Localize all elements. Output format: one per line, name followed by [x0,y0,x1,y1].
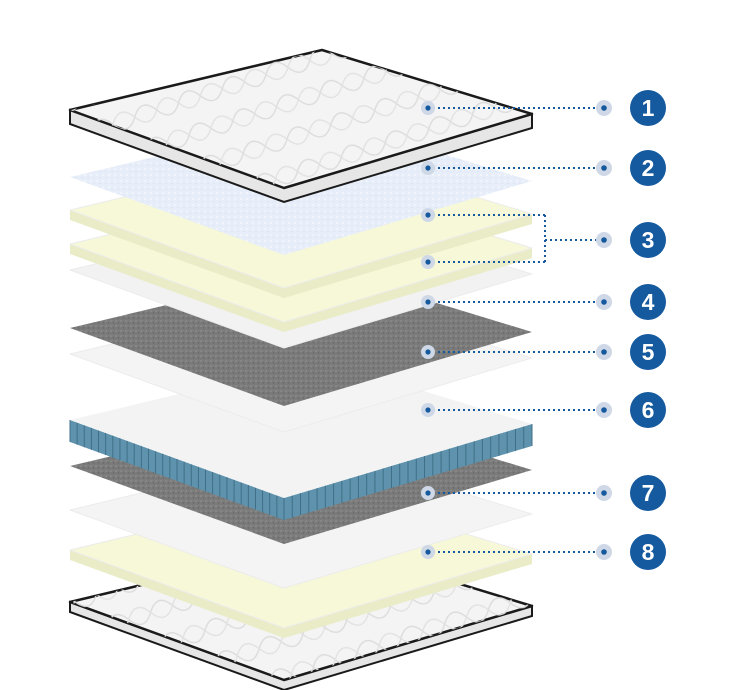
badge-circle [630,534,666,570]
badge-circle [630,150,666,186]
end-dot [601,165,607,171]
badge-label: 1 [642,95,655,121]
callout-4 [421,294,612,310]
callout-badges: 1 2 3 4 5 6 7 8 [630,90,666,570]
anchor-dot [425,299,431,305]
end-dot [601,105,607,111]
callout-8 [421,544,612,560]
badge-circle [630,334,666,370]
callout-3 [421,208,612,269]
number-badge-6: 6 [630,392,666,428]
badge-circle [630,392,666,428]
anchor-dot [425,259,431,265]
layer-stack [68,48,534,690]
number-badge-5: 5 [630,334,666,370]
number-badge-3: 3 [630,222,666,258]
number-badge-2: 2 [630,150,666,186]
callout-2 [421,160,612,176]
callout-6 [421,402,612,418]
number-badge-4: 4 [630,284,666,320]
end-dot [601,490,607,496]
badge-circle [630,222,666,258]
anchor-dot [425,349,431,355]
anchor-dot [425,165,431,171]
badge-label: 8 [642,539,655,565]
callout-1 [421,100,612,116]
layer-cover-top [68,48,534,204]
callout-7 [421,485,612,501]
end-dot [601,549,607,555]
badge-label: 4 [642,289,655,315]
anchor-dot [425,105,431,111]
badge-label: 3 [642,227,655,253]
end-dot [601,237,607,243]
badge-label: 5 [642,339,655,365]
anchor-dot [425,490,431,496]
callout-leaders [421,100,612,560]
callout-5 [421,344,612,360]
badge-circle [630,475,666,511]
anchor-dot [425,212,431,218]
badge-circle [630,284,666,320]
end-dot [601,349,607,355]
number-badge-8: 8 [630,534,666,570]
number-badge-7: 7 [630,475,666,511]
badge-label: 2 [642,155,655,181]
end-dot [601,407,607,413]
number-badge-1: 1 [630,90,666,126]
badge-label: 6 [642,397,655,423]
end-dot [601,299,607,305]
anchor-dot [425,407,431,413]
badge-circle [630,90,666,126]
quilt-pattern [70,50,532,188]
badge-label: 7 [642,480,655,506]
anchor-dot [425,549,431,555]
